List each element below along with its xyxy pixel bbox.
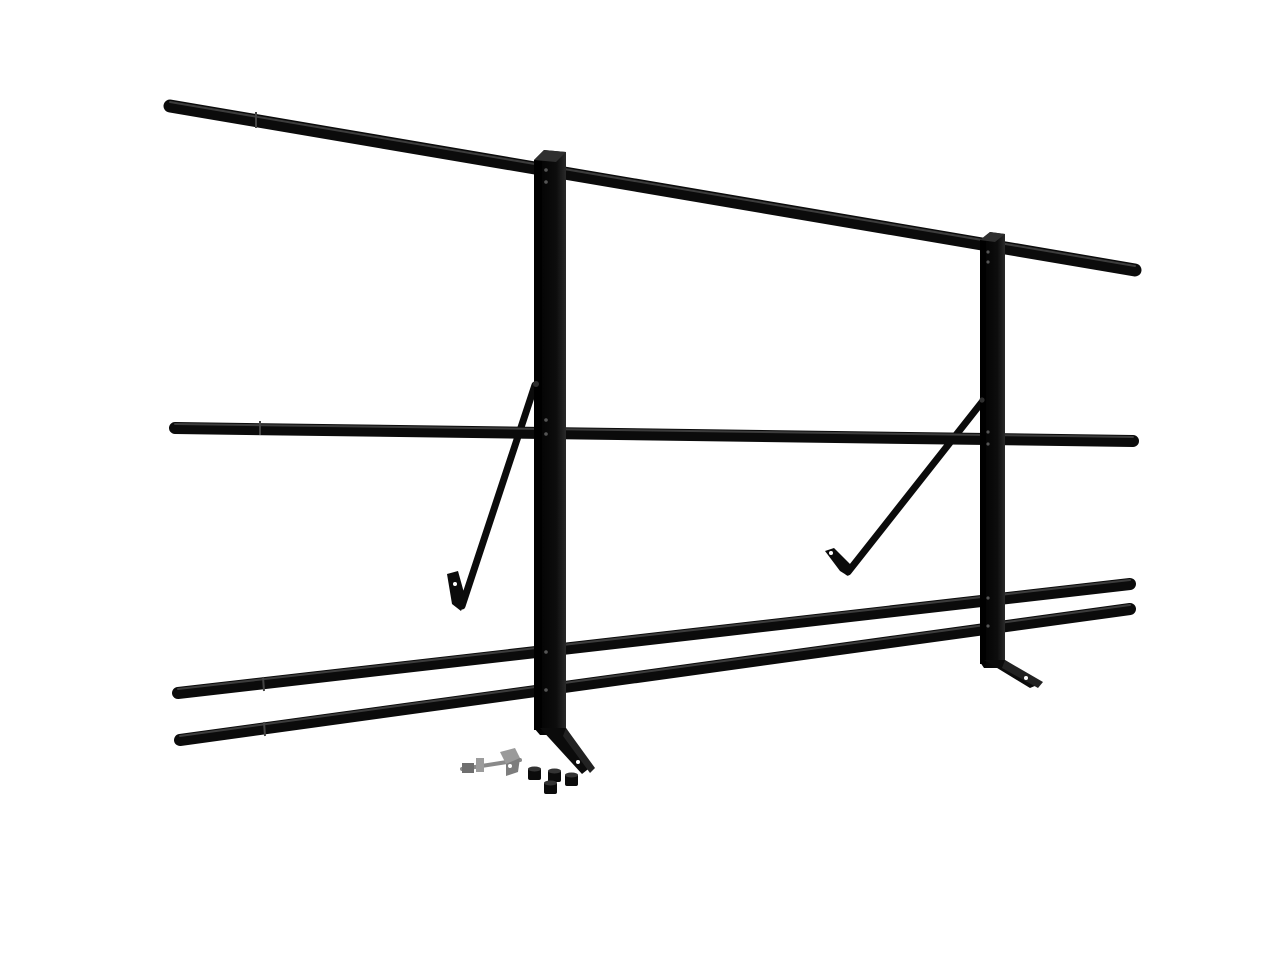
mid-rail [169,421,1139,447]
brace-left [447,381,539,611]
brace-right [825,398,986,576]
clamp-bolt-hardware [460,748,522,776]
top-rail [163,99,1142,277]
end-caps [528,766,578,794]
lower-rail-lower [174,603,1136,746]
post-right [979,232,1043,688]
lower-rail-upper [172,578,1136,699]
post-left [533,150,595,774]
